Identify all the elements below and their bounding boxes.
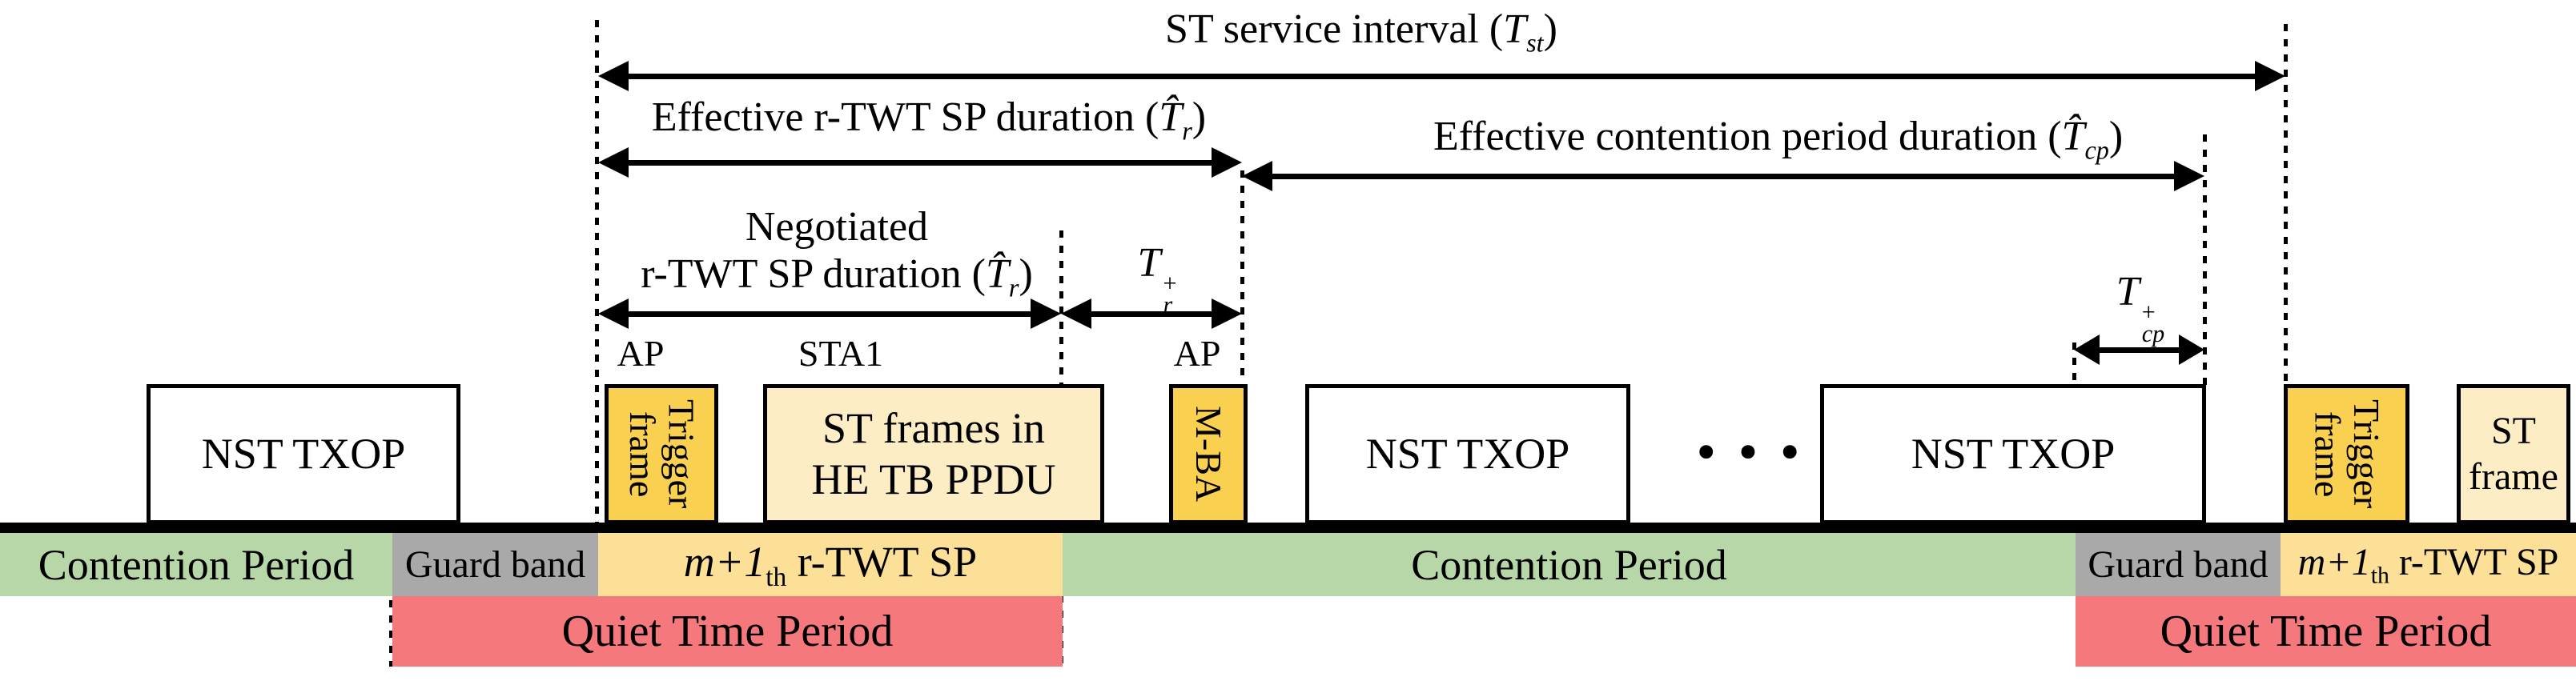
arrow-left-head-icon xyxy=(598,147,629,178)
nst-txop-box-2: NST TXOP xyxy=(1305,384,1630,524)
arrow-left-head-icon xyxy=(598,61,629,91)
arrow-shaft xyxy=(617,74,2266,79)
quiet-time-period-band-2: Quiet Time Period xyxy=(2076,596,2576,667)
quiet-time-period-band-1: Quiet Time Period xyxy=(392,596,1063,667)
contention-period-band-2: Contention Period xyxy=(1063,533,2076,596)
nst-txop-label: NST TXOP xyxy=(1911,429,2116,478)
tr-plus-label: T+r xyxy=(1137,240,1177,319)
rtwt-sp-band-2: m+1th r-TWT SP xyxy=(2281,533,2576,596)
contention-period-band-1: Contention Period xyxy=(0,533,392,596)
effective-sp-label: Effective r-TWT SP duration (T̂r) xyxy=(651,94,1207,146)
arrow-left-head-icon xyxy=(598,298,629,329)
guard-band-1: Guard band xyxy=(392,533,598,596)
quiet-time-period-label: Quiet Time Period xyxy=(2160,607,2492,656)
arrow-right-head-icon xyxy=(2255,61,2285,91)
tcp-plus-label: T+cp xyxy=(2116,269,2165,348)
arrow-left-head-icon xyxy=(2074,334,2100,365)
arrow-shaft xyxy=(617,311,1042,317)
boundary-sp-start-line xyxy=(595,20,599,524)
nst-txop-box-3: NST TXOP xyxy=(1820,384,2206,524)
guard-band-label: Guard band xyxy=(2088,543,2269,586)
rtwt-sp-band-1: m+1th r-TWT SP xyxy=(598,533,1063,596)
tr-plus-arrow xyxy=(1061,298,1242,329)
mba-label: M-BA xyxy=(1188,406,1230,503)
negotiated-sp-arrow xyxy=(598,298,1061,329)
trigger-frame-label: Trigger frame xyxy=(622,399,702,509)
mba-box: M-BA xyxy=(1169,384,1248,524)
sender-label-sta1: STA1 xyxy=(798,333,884,374)
arrow-right-head-icon xyxy=(1212,147,1242,178)
arrow-left-head-icon xyxy=(1061,298,1091,329)
negotiated-sp-label-line1: Negotiated xyxy=(745,204,929,250)
guard-band-2: Guard band xyxy=(2076,533,2281,596)
rtwt-sp-label: m+1th r-TWT SP xyxy=(683,537,978,592)
boundary-effective-sp-end-line xyxy=(1240,170,1244,383)
boundary-service-interval-end-line xyxy=(2284,24,2288,386)
trigger-frame-label: Trigger frame xyxy=(2307,399,2387,509)
arrow-right-head-icon xyxy=(2174,161,2204,191)
guard-band-label: Guard band xyxy=(404,543,586,586)
sender-label-ap1: AP xyxy=(617,333,665,374)
arrow-right-head-icon xyxy=(2179,334,2204,365)
arrow-shaft xyxy=(1261,174,2185,179)
quiet-time-period-label: Quiet Time Period xyxy=(561,607,894,656)
ellipsis-dots: ••• xyxy=(1692,426,1818,480)
timeline-axis xyxy=(0,523,2576,533)
arrow-shaft xyxy=(1080,311,1223,317)
boundary-effective-cp-end-line xyxy=(2203,134,2207,386)
arrow-left-head-icon xyxy=(1242,161,1272,191)
trigger-frame-box-2: Trigger frame xyxy=(2284,384,2409,524)
arrow-right-head-icon xyxy=(1031,298,1061,329)
effective-sp-arrow xyxy=(598,147,1242,178)
nst-txop-box-1: NST TXOP xyxy=(147,384,460,524)
sender-label-ap2: AP xyxy=(1173,333,1221,374)
rtwt-sp-label: m+1th r-TWT SP xyxy=(2297,540,2559,589)
service-interval-label: ST service interval (Tst) xyxy=(1165,6,1557,58)
arrow-right-head-icon xyxy=(1212,298,1242,329)
effective-cp-arrow xyxy=(1242,161,2204,191)
arrow-shaft xyxy=(617,160,1223,166)
contention-period-label: Contention Period xyxy=(1411,540,1727,589)
trigger-frame-box-1: Trigger frame xyxy=(605,384,718,524)
nst-txop-label: NST TXOP xyxy=(1365,429,1570,478)
contention-period-label: Contention Period xyxy=(38,540,355,589)
nst-txop-label: NST TXOP xyxy=(201,429,406,478)
arrow-shaft xyxy=(2090,347,2188,353)
service-interval-arrow xyxy=(598,61,2285,91)
negotiated-sp-label-line2: r-TWT SP duration (T̂r) xyxy=(641,251,1033,302)
effective-cp-label: Effective contention period duration (T̂… xyxy=(1433,114,2124,165)
tcp-plus-arrow xyxy=(2074,334,2204,365)
